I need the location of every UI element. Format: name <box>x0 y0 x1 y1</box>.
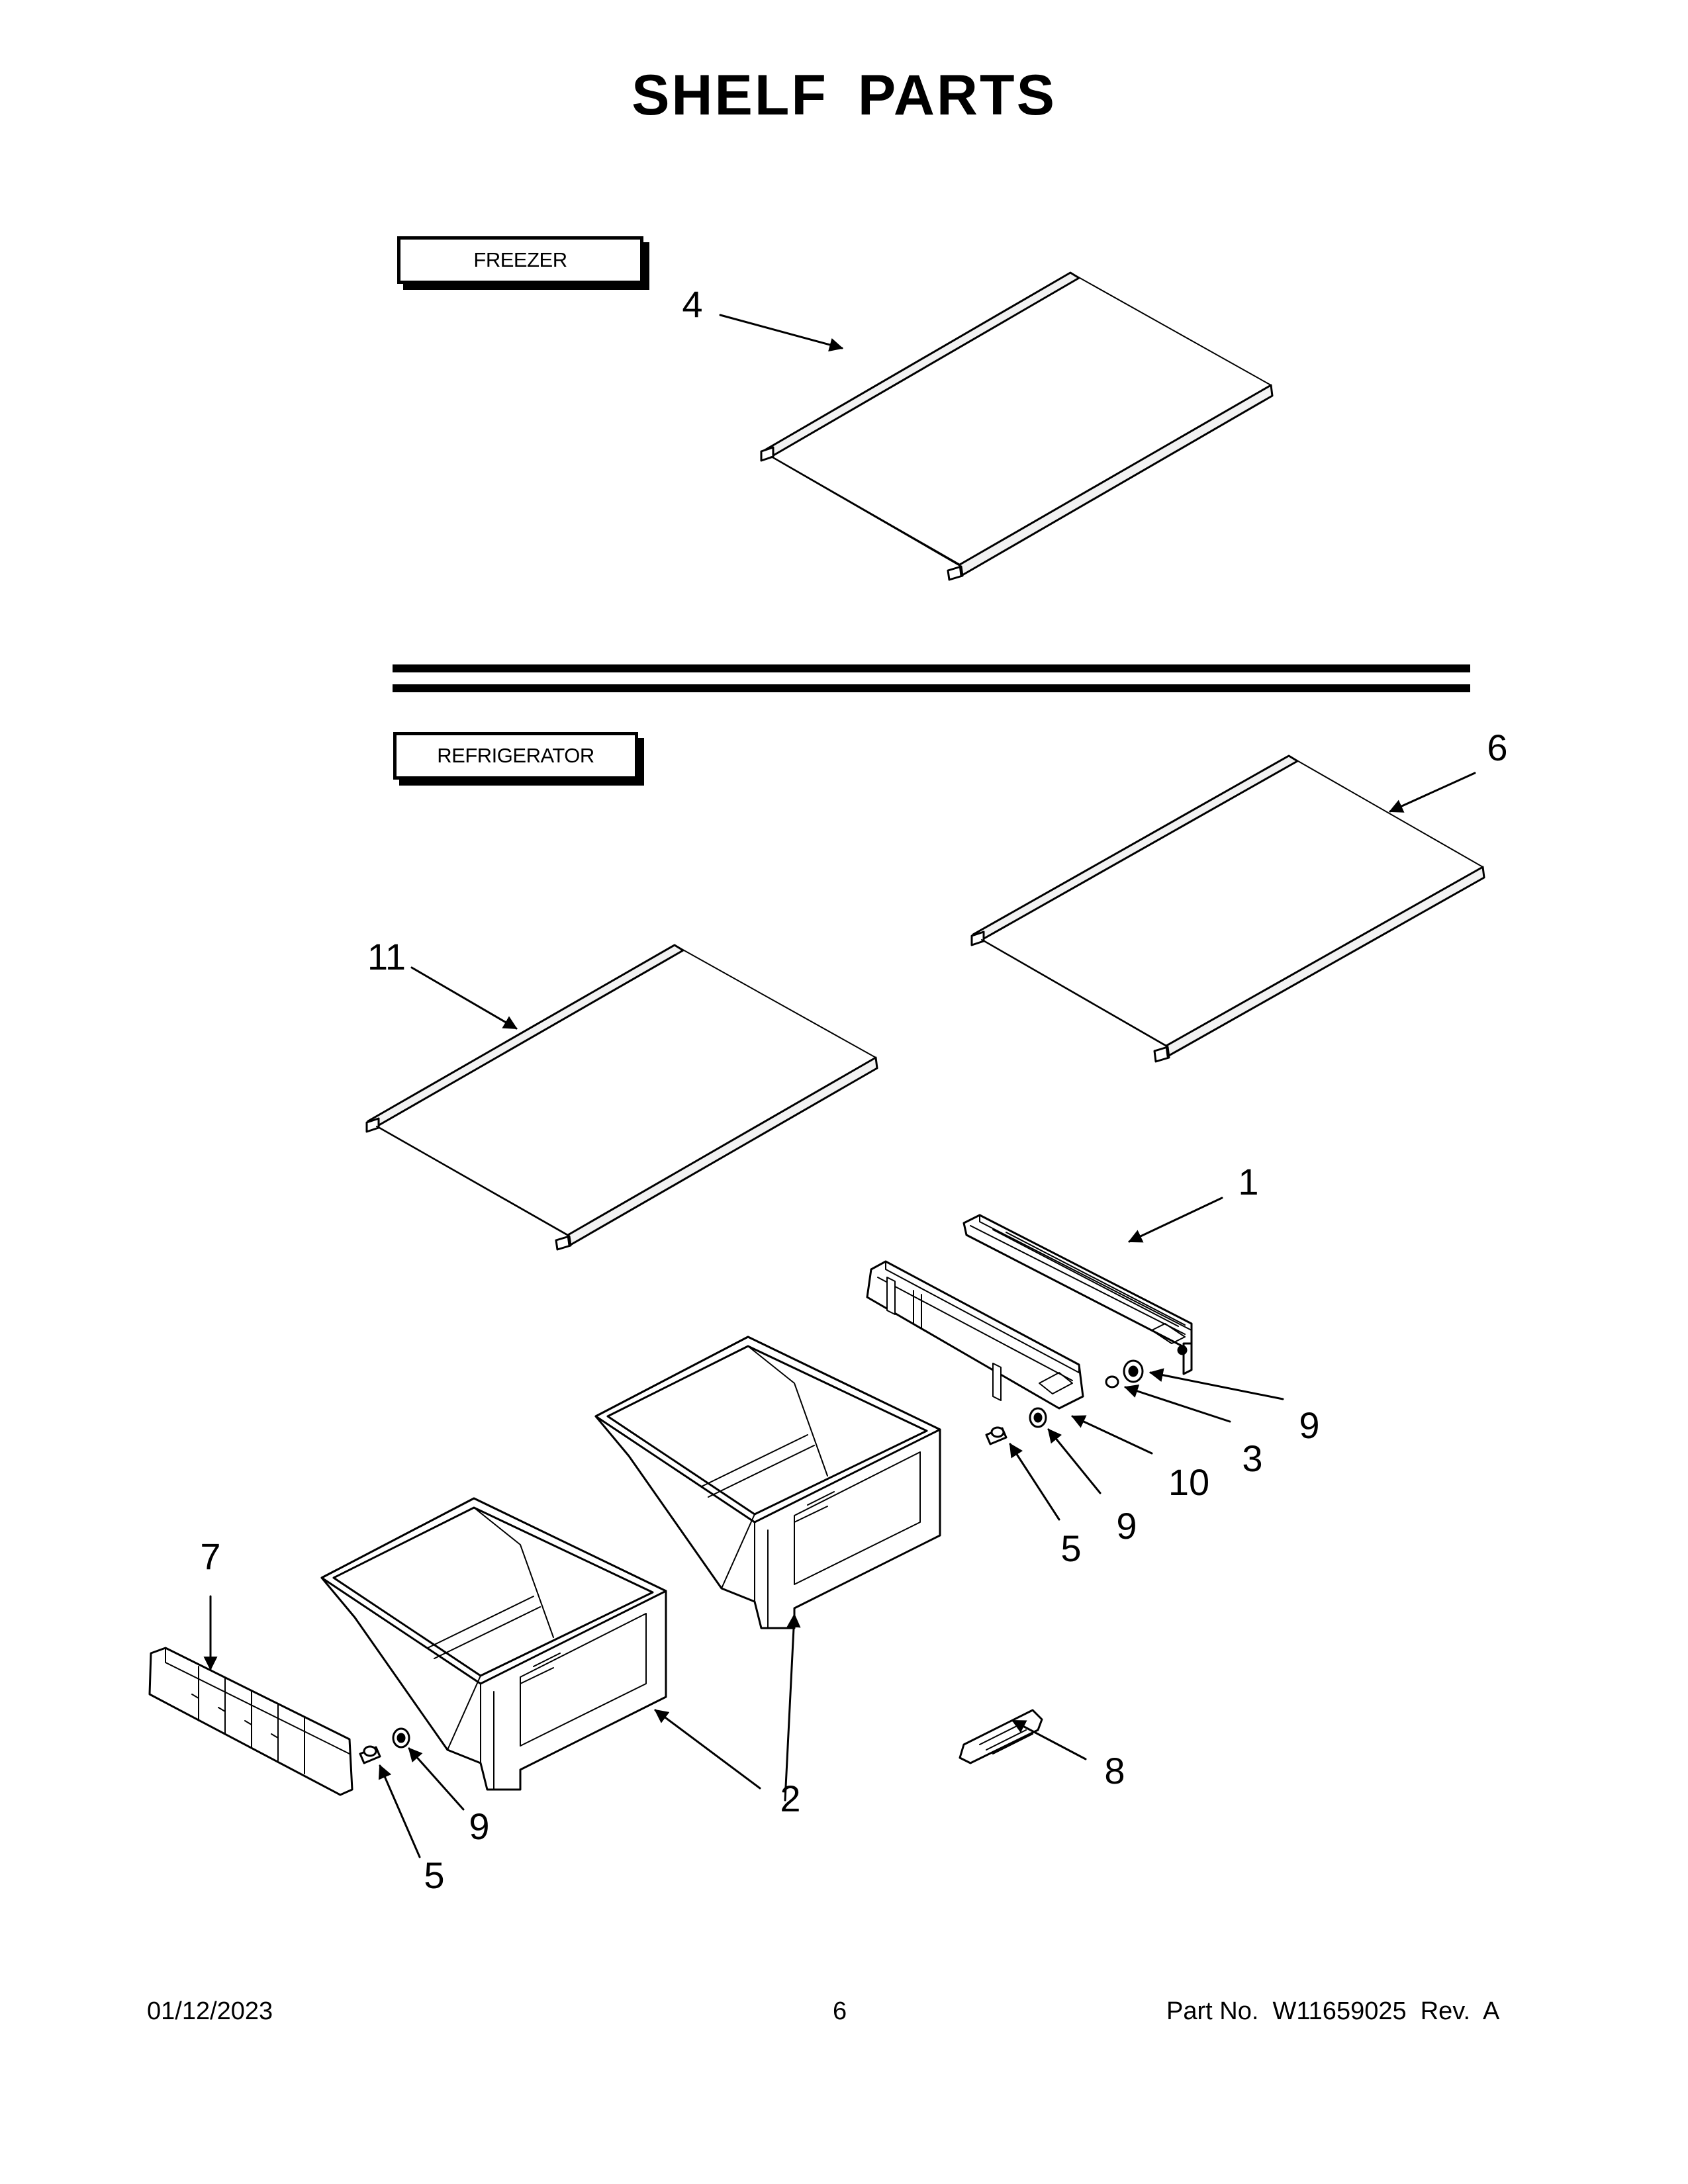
crisper-glide-and-screws <box>359 1359 1144 1764</box>
leader-lines <box>203 314 1476 1858</box>
callout-9-bottom: 9 <box>469 1805 490 1847</box>
section-separator-bottom <box>393 684 1470 692</box>
leader-9-top <box>1149 1368 1284 1400</box>
callout-5-bottom: 5 <box>424 1854 445 1896</box>
leader-5-bottom <box>378 1764 421 1858</box>
leader-2-right <box>784 1613 801 1801</box>
callout-8: 8 <box>1104 1750 1125 1792</box>
footer-part-number: Part No. W11659025 Rev. A <box>1166 1997 1500 2025</box>
leader-9-mid <box>1047 1428 1102 1494</box>
section-separator-top <box>393 664 1470 672</box>
freezer-section-label: FREEZER <box>397 236 643 284</box>
freezer-glass-shelf <box>760 271 1274 581</box>
callout-11: 11 <box>367 936 406 978</box>
callout-5-mid: 5 <box>1060 1527 1082 1569</box>
screw-right-slide <box>1105 1375 1119 1388</box>
callout-9-top: 9 <box>1299 1404 1320 1446</box>
leader-10 <box>1071 1415 1153 1455</box>
crisper-slide-right <box>962 1214 1193 1375</box>
callout-10: 10 <box>1168 1461 1210 1503</box>
crisper-cover-clip <box>959 1709 1043 1764</box>
leader-5-mid <box>1009 1443 1060 1521</box>
refrigerator-glass-shelf-left <box>365 944 878 1251</box>
leader-2-left <box>654 1709 761 1790</box>
callout-4: 4 <box>682 283 703 325</box>
leader-1 <box>1128 1197 1223 1243</box>
footer-date: 01/12/2023 <box>147 1997 273 2025</box>
crisper-drawer-left <box>320 1497 667 1791</box>
leader-8 <box>1011 1719 1087 1760</box>
callout-3: 3 <box>1242 1437 1263 1479</box>
callout-6: 6 <box>1487 727 1508 768</box>
crisper-slide-left <box>866 1260 1084 1410</box>
refrigerator-glass-shelf-right <box>970 754 1485 1063</box>
leader-6 <box>1389 772 1476 813</box>
callout-7: 7 <box>200 1535 221 1577</box>
page-title: SHELF PARTS <box>632 64 1056 127</box>
callout-1: 1 <box>1238 1161 1259 1203</box>
leader-9-bottom <box>408 1747 465 1811</box>
callout-2: 2 <box>780 1778 801 1819</box>
footer-page-number: 6 <box>833 1997 847 2025</box>
refrigerator-section-label: REFRIGERATOR <box>393 732 638 780</box>
crisper-cover-support <box>148 1647 353 1796</box>
leader-11 <box>410 966 518 1030</box>
callout-9-mid: 9 <box>1116 1505 1137 1547</box>
leader-4 <box>719 314 844 352</box>
crisper-drawer-right <box>594 1336 941 1629</box>
leader-3 <box>1124 1384 1231 1423</box>
